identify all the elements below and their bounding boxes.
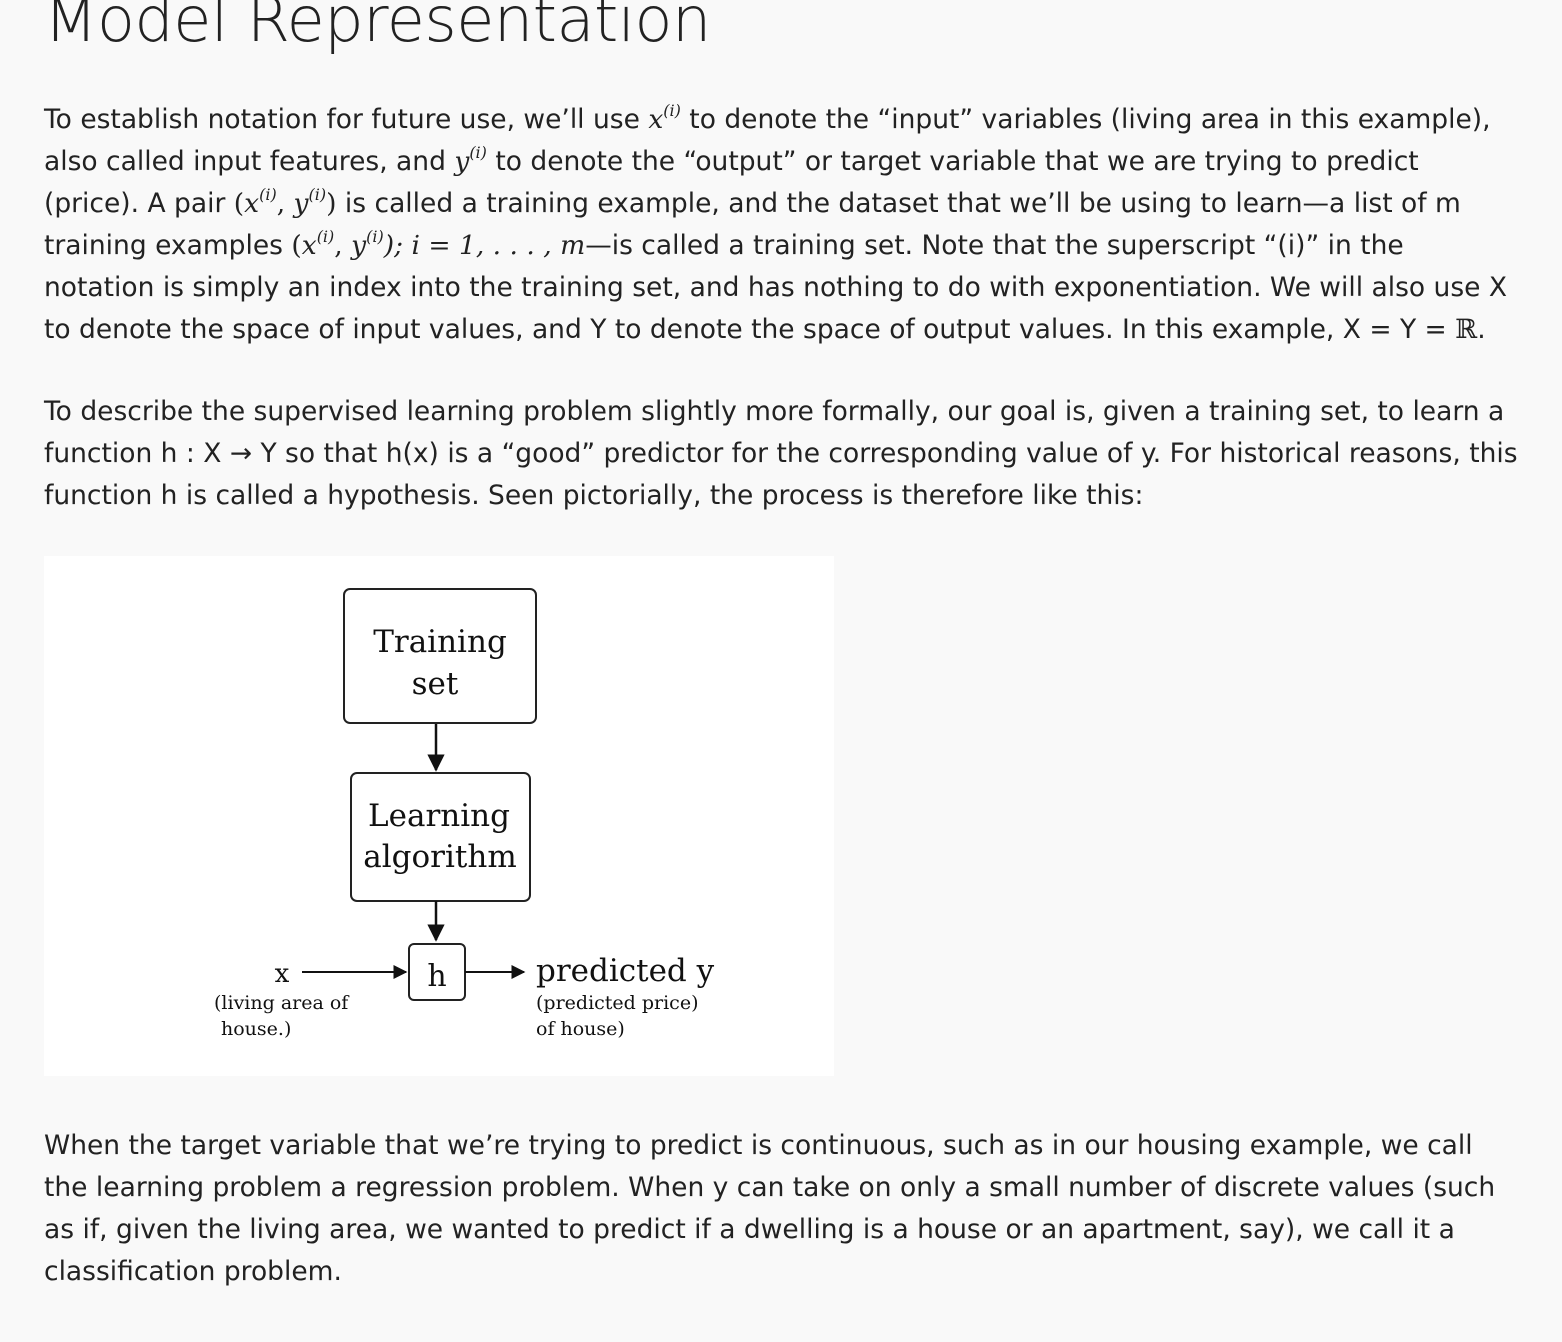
- math-comma: ,: [276, 188, 294, 219]
- math-sup-i: (i): [469, 143, 487, 162]
- input-note-line2: house.): [221, 1018, 291, 1040]
- page-title: Model Representation: [44, 0, 711, 56]
- input-note-line1: (living area of: [214, 992, 350, 1014]
- math-reals: ℝ: [1455, 314, 1478, 345]
- regression-classification-paragraph: When the target variable that we’re tryi…: [44, 1130, 1496, 1287]
- p1-text-e: —is called a training set. Note that the…: [44, 230, 1508, 345]
- p1-text-d: is called a training example, and the da…: [44, 188, 1461, 261]
- training-set-label-line1: Training: [373, 624, 507, 660]
- training-set-box: [343, 588, 537, 724]
- output-note-line2: of house): [536, 1018, 625, 1040]
- math-sup-i: (i): [308, 185, 327, 204]
- hypothesis-label: h: [427, 959, 446, 994]
- learning-algorithm-box: [350, 772, 531, 902]
- math-index-range: ); i = 1, . . . , m: [383, 230, 586, 261]
- p1-text-a: To establish notation for future use, we…: [44, 104, 649, 135]
- model-diagram: Training set Learning algorithm h x (liv…: [214, 588, 715, 1040]
- math-paren-open: (: [233, 188, 245, 219]
- notation-paragraph: To establish notation for future use, we…: [44, 99, 1522, 351]
- math-y: y: [351, 230, 367, 261]
- math-y: y: [454, 146, 470, 177]
- p1-text-c: to denote the “output” or target variabl…: [44, 146, 1419, 219]
- hypothesis-paragraph: To describe the supervised learning prob…: [44, 396, 1518, 511]
- output-label: predicted y: [536, 953, 715, 989]
- math-x: x: [244, 188, 260, 219]
- output-note-line1: (predicted price): [536, 992, 698, 1014]
- model-diagram-figure: Training set Learning algorithm h x (liv…: [44, 556, 834, 1076]
- math-x: x: [648, 104, 664, 135]
- math-sup-i: (i): [663, 101, 681, 120]
- math-sup-i: (i): [259, 185, 277, 204]
- math-comma: ,: [334, 230, 352, 261]
- math-sup-i: (i): [316, 227, 335, 246]
- math-y: y: [293, 188, 309, 219]
- p1-text-end: .: [1477, 314, 1486, 345]
- learning-algorithm-label-line1: Learning: [368, 798, 510, 834]
- math-sup-i: (i): [366, 227, 384, 246]
- math-x: x: [301, 230, 317, 261]
- p1-text-b: to denote the “input” variables (living …: [44, 104, 1491, 177]
- math-paren-close: ): [326, 188, 337, 219]
- math-paren-open: (: [291, 230, 302, 261]
- training-set-label-line2: set: [412, 666, 459, 702]
- learning-algorithm-label-line2: algorithm: [363, 839, 516, 875]
- input-x-label: x: [275, 959, 290, 989]
